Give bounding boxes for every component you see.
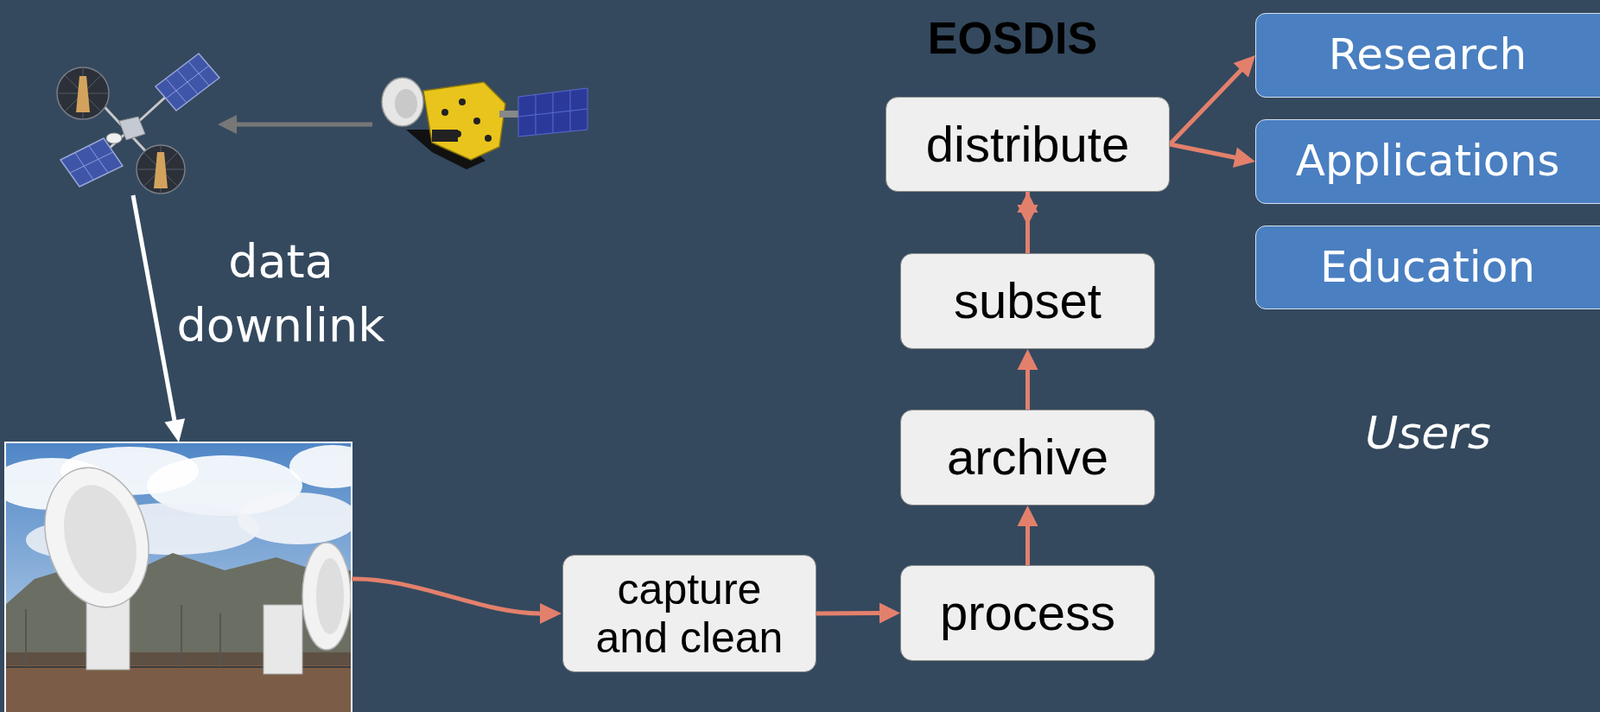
- ground-station-photo-part: [289, 444, 352, 489]
- region-outline: [517, 5, 1202, 712]
- relay-satellite-part: [69, 152, 114, 173]
- downlink-arrow-part: [165, 418, 186, 443]
- observation-satellite-part: [441, 108, 449, 116]
- ground-station-photo-part: [263, 604, 303, 674]
- box-text: capture and clean: [584, 565, 796, 662]
- ground-station-photo-part: [25, 609, 27, 667]
- relay-satellite-part: [64, 75, 102, 112]
- process-box: subset: [900, 253, 1156, 350]
- ingest-arrow-part: [351, 578, 542, 614]
- ingest-arrow: [351, 578, 562, 624]
- relay-satellite: [57, 53, 220, 194]
- flow-line: [1025, 368, 1030, 410]
- system-region: EOSDIS capture and clean process archive sub…: [517, 5, 1202, 712]
- process-box: distribute: [885, 96, 1170, 192]
- relay-satellite-part: [76, 76, 90, 113]
- user-box: Applications: [1255, 119, 1600, 204]
- arrow-head: [1232, 146, 1256, 168]
- observation-satellite-part: [458, 98, 466, 106]
- flow-arrow: [1169, 144, 1256, 168]
- ground-station-photo-part: [180, 604, 183, 667]
- relay-satellite-part: [155, 53, 220, 111]
- arrow-head: [1017, 349, 1039, 370]
- relay-satellite-part: [64, 75, 102, 112]
- box-text: distribute: [926, 115, 1130, 174]
- ground-station-photo-part: [30, 456, 164, 619]
- observation-satellite-part: [381, 77, 424, 127]
- relay-satellite-part: [119, 116, 146, 140]
- ingest-arrow-part: [539, 603, 562, 624]
- flow-arrow: [1169, 55, 1256, 145]
- relay-satellite-part: [60, 138, 123, 187]
- arrow-head: [1233, 55, 1256, 78]
- region-title: EOSDIS: [863, 13, 1162, 64]
- box-text: process: [939, 584, 1116, 642]
- flow-line: [1169, 144, 1238, 159]
- flow-line: [1025, 191, 1030, 207]
- ground-station-photo-part: [219, 613, 222, 667]
- observation-satellite-part: [484, 134, 492, 142]
- flow-arrow: [1017, 191, 1039, 254]
- relay-arrow-part: [217, 114, 237, 134]
- observation-satellite-part: [423, 82, 506, 160]
- flow-line: [1169, 69, 1243, 145]
- observation-satellite-part: [518, 108, 588, 117]
- flow-arrow: [1017, 505, 1039, 566]
- flow-line: [816, 610, 882, 616]
- observation-satellite-part: [518, 88, 588, 137]
- observation-satellite-part: [394, 88, 418, 119]
- downlink-arrow-part: [133, 195, 175, 421]
- observation-satellite: [381, 77, 588, 170]
- arrow-head: [879, 603, 901, 624]
- box-text: Applications: [1295, 136, 1560, 187]
- relay-satellite-part: [165, 65, 210, 99]
- box-text: subset: [953, 272, 1102, 331]
- ground-station-photo: [5, 442, 352, 712]
- relay-satellite-part: [136, 145, 185, 194]
- arrow-head: [1017, 204, 1039, 226]
- group-label: Users: [1341, 406, 1515, 460]
- box-text: Education: [1320, 242, 1536, 293]
- relay-arrow: [217, 114, 373, 134]
- relay-satellite-part: [153, 152, 168, 189]
- arrow-head: [1017, 505, 1039, 527]
- observation-satellite-part: [473, 117, 481, 125]
- user-box: Research: [1255, 12, 1600, 98]
- relay-arrow-part: [234, 122, 373, 127]
- relay-satellite-part: [57, 67, 109, 120]
- box-text: Research: [1328, 30, 1527, 81]
- box-text: archive: [946, 428, 1109, 487]
- relay-satellite-part: [106, 133, 122, 144]
- user-box: Education: [1255, 225, 1600, 310]
- process-box: archive: [900, 409, 1156, 506]
- link-label: data downlink: [151, 229, 411, 358]
- observation-satellite-part: [431, 129, 458, 142]
- ground-station-photo-part: [302, 542, 351, 650]
- photo-frame: [5, 442, 352, 712]
- ground-station-photo-part: [316, 558, 344, 635]
- flow-arrow: [816, 603, 901, 624]
- flow-arrow: [1017, 349, 1039, 410]
- flow-line: [1025, 524, 1030, 566]
- flow-arrow: [1017, 191, 1039, 226]
- process-box: capture and clean: [562, 554, 817, 673]
- process-box: process: [900, 565, 1156, 661]
- ground-station-photo-part: [52, 476, 148, 602]
